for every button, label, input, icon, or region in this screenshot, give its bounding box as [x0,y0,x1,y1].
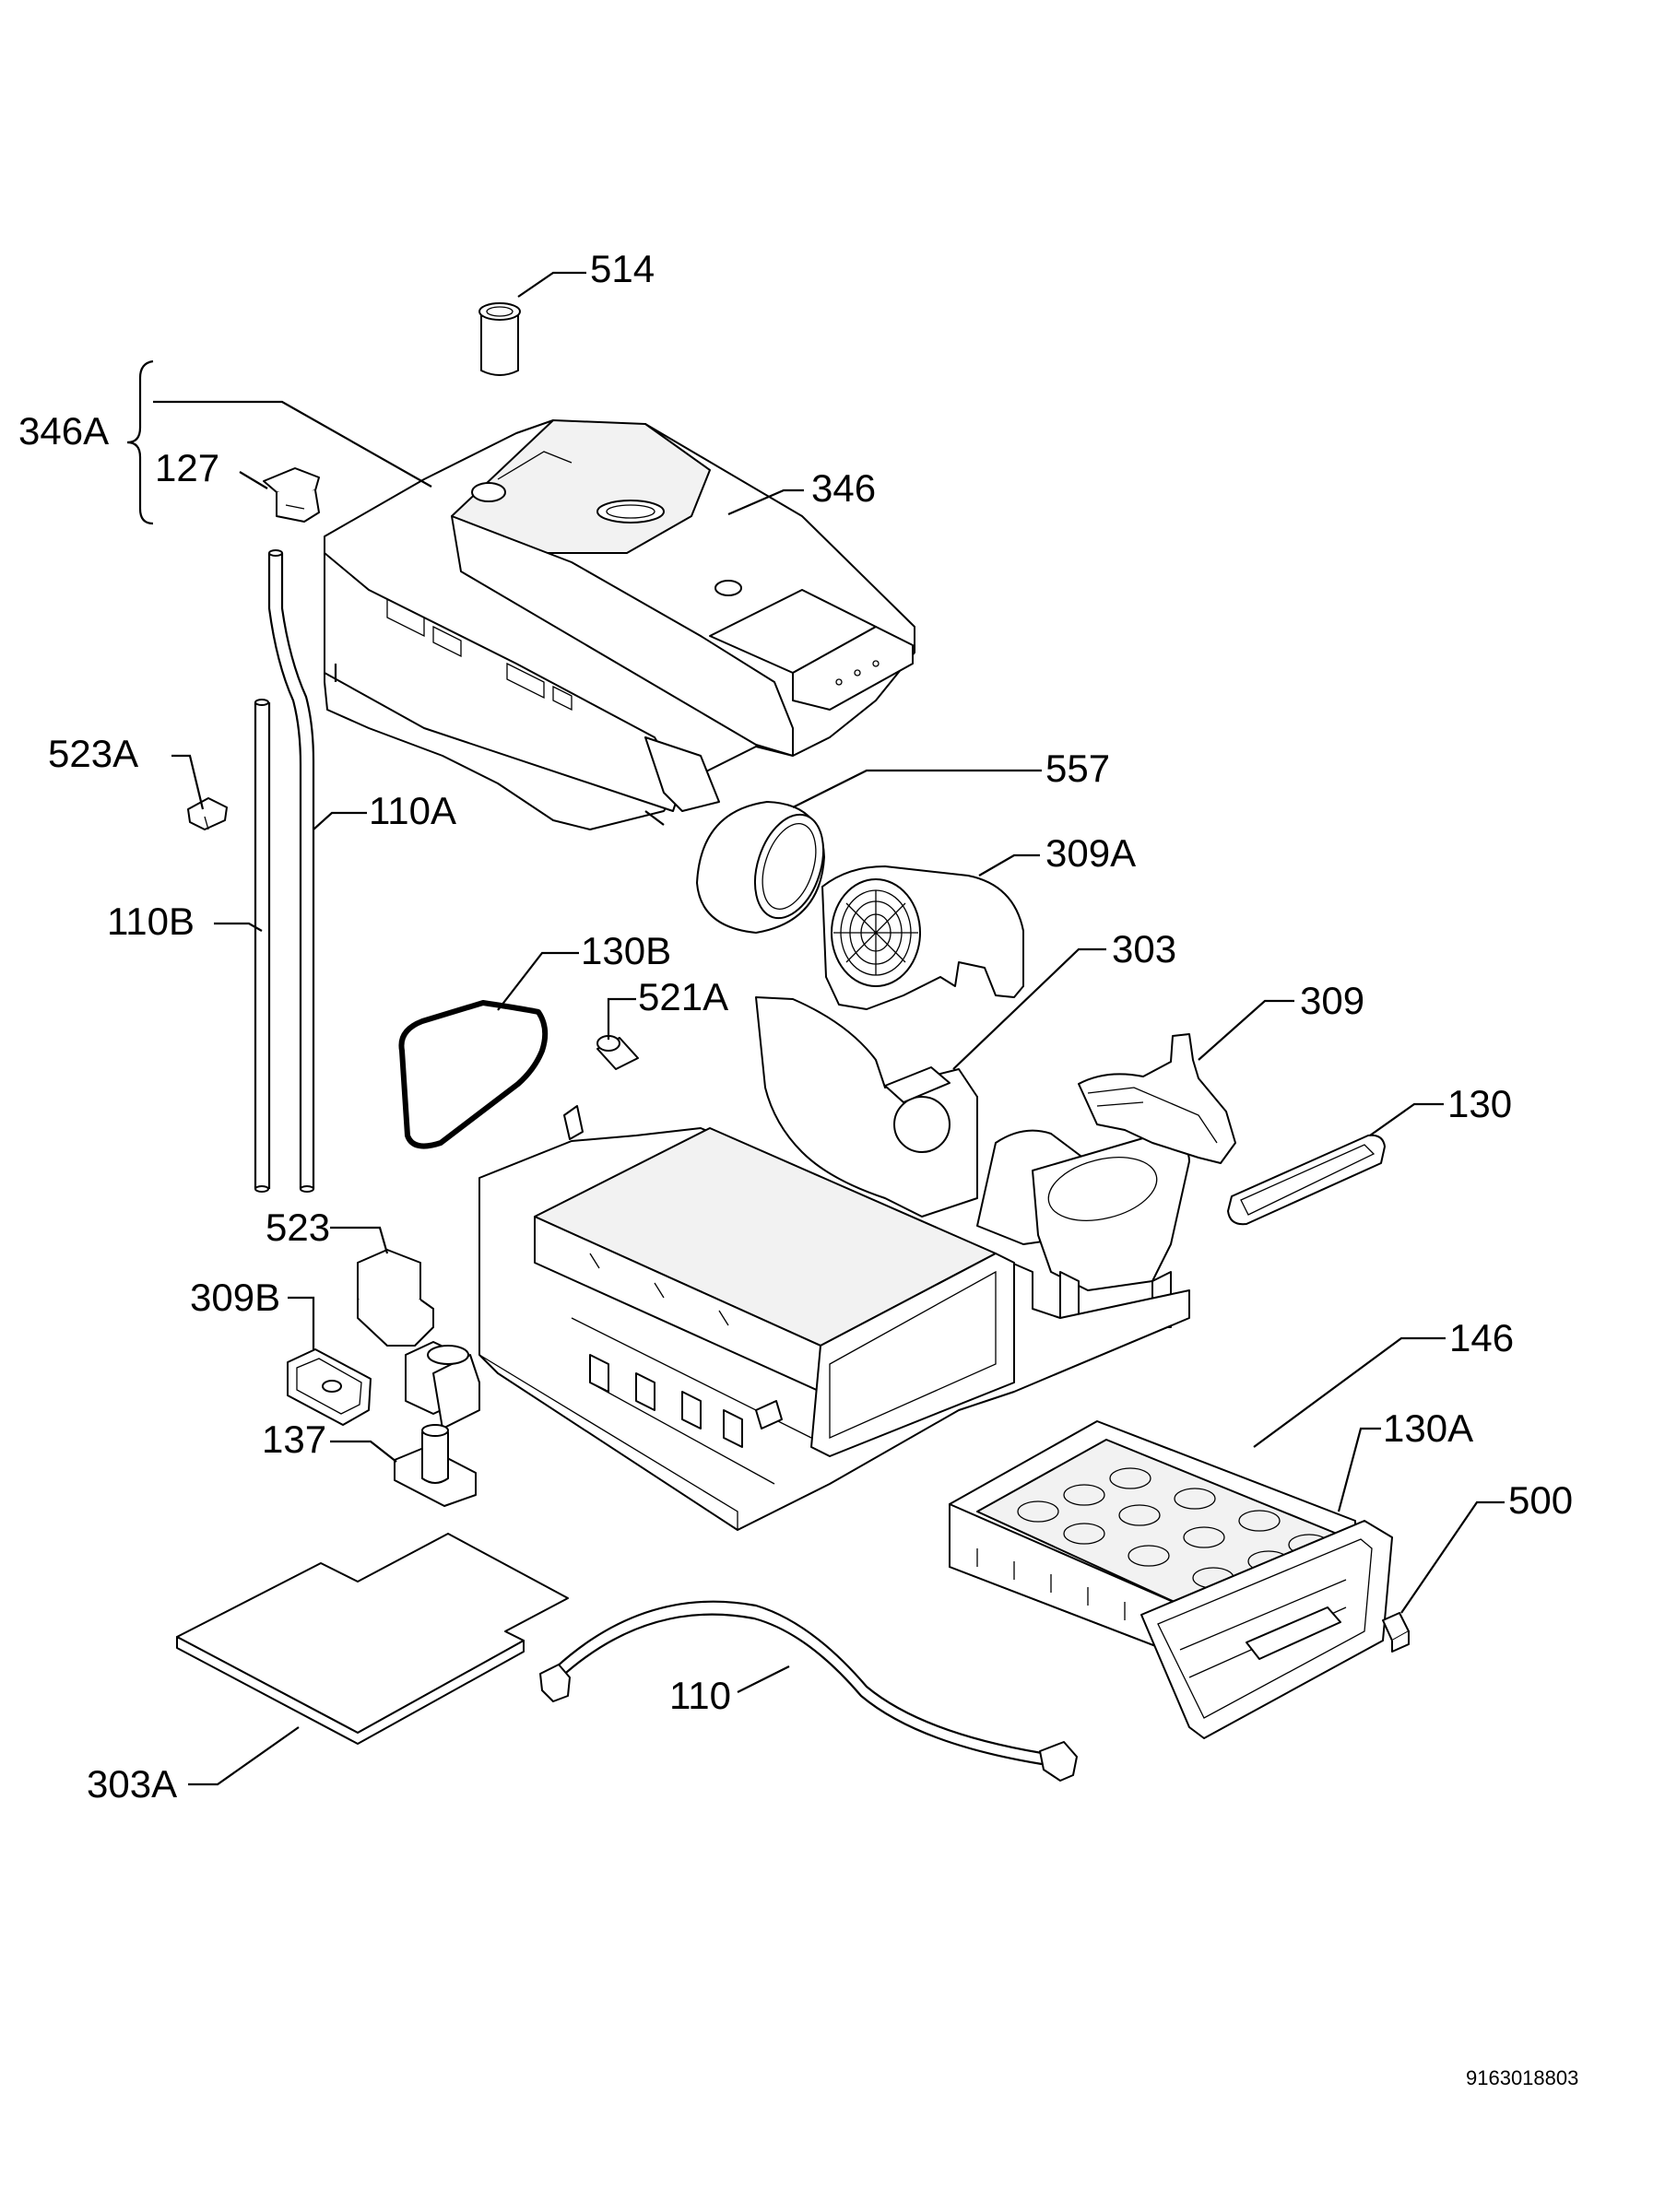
label-303A: 303A [87,1762,177,1806]
leader-346 [727,488,804,516]
part-110B-drawing [254,699,271,1193]
leader-523A [171,754,205,810]
part-130-drawing [1227,1134,1386,1226]
label-130B: 130B [581,929,671,972]
label-130A: 130A [1383,1406,1473,1450]
part-127-drawing [263,467,320,523]
label-521A: 521A [638,975,728,1018]
part-303-drawing [478,996,1190,1531]
label-309: 309 [1300,979,1364,1022]
part-309-drawing [1078,1033,1236,1164]
leader-130B [497,951,579,1011]
leader-303A [188,1726,300,1786]
label-110B: 110B [107,900,195,943]
leader-514 [517,271,586,298]
leader-110A [313,811,367,830]
label-523A: 523A [48,732,138,775]
part-130B-drawing [398,1000,549,1149]
leader-500 [1400,1500,1505,1614]
label-130: 130 [1447,1082,1512,1125]
label-514: 514 [590,247,655,290]
leader-521A [607,997,636,1040]
leader-523 [330,1226,389,1254]
part-137-drawing [394,1424,477,1507]
label-110: 110 [669,1674,731,1717]
label-346: 346 [811,466,876,510]
leader-127 [239,471,268,489]
leader-309A [978,853,1040,877]
label-557: 557 [1045,747,1110,790]
label-146: 146 [1449,1316,1514,1359]
label-127: 127 [155,446,219,489]
leader-lines [126,271,1505,1786]
part-557-drawing [696,801,825,934]
part-514-drawing [478,302,521,376]
leader-146 [1253,1336,1446,1448]
part-146-drawing [949,1420,1410,1739]
leader-346A [153,400,432,488]
label-500: 500 [1508,1478,1573,1522]
label-110A: 110A [369,789,456,832]
leader-557 [792,769,1042,808]
leader-137 [330,1440,397,1463]
label-346A: 346A [18,409,109,453]
label-309A: 309A [1045,831,1136,875]
part-110A-drawing [267,549,315,1193]
part-523-drawing [357,1249,480,1430]
leader-309B [288,1296,315,1349]
label-309B: 309B [190,1276,280,1319]
label-137: 137 [262,1418,326,1461]
leader-130A [1337,1427,1381,1512]
part-110-drawing [539,1600,1078,1782]
bracket-346A [126,359,154,525]
leader-130 [1369,1102,1444,1136]
leader-110 [737,1665,790,1693]
label-303: 303 [1112,927,1176,971]
leader-309 [1198,999,1294,1061]
part-346-drawing [324,419,915,830]
document-number: 9163018803 [1466,2066,1578,2089]
part-309B-drawing [287,1348,372,1426]
label-523: 523 [266,1206,330,1249]
part-521A-drawing [596,1035,639,1070]
leader-303 [952,947,1106,1070]
part-523A-drawing [187,797,228,830]
leader-110B [214,922,263,932]
part-309A-drawing [821,865,1024,1010]
part-303A-drawing [176,1533,569,1745]
